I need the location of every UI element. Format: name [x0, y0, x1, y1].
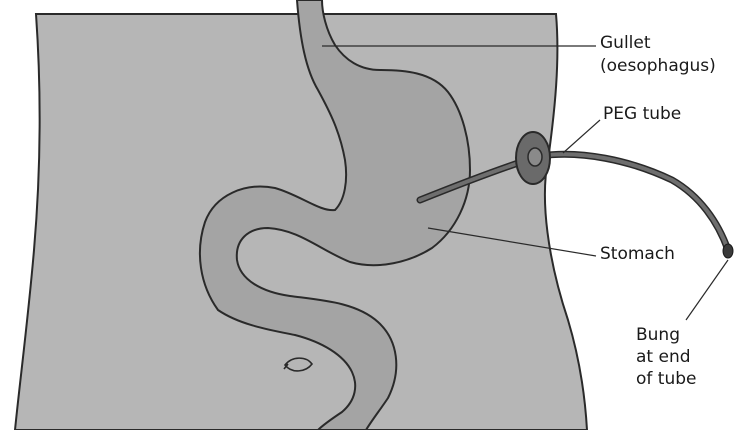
label-bung-line1: Bung: [636, 325, 680, 346]
stoma-opening: [528, 148, 542, 166]
label-bung-line3: of tube: [636, 369, 696, 390]
label-peg-tube: PEG tube: [603, 104, 681, 125]
label-oesophagus: (oesophagus): [600, 56, 716, 77]
tube-bung: [723, 244, 733, 258]
label-bung-line2: at end: [636, 347, 691, 368]
leader-line-peg-tube: [563, 120, 600, 153]
leader-line-bung: [686, 260, 728, 320]
label-gullet: Gullet: [600, 33, 651, 54]
label-stomach: Stomach: [600, 244, 675, 265]
